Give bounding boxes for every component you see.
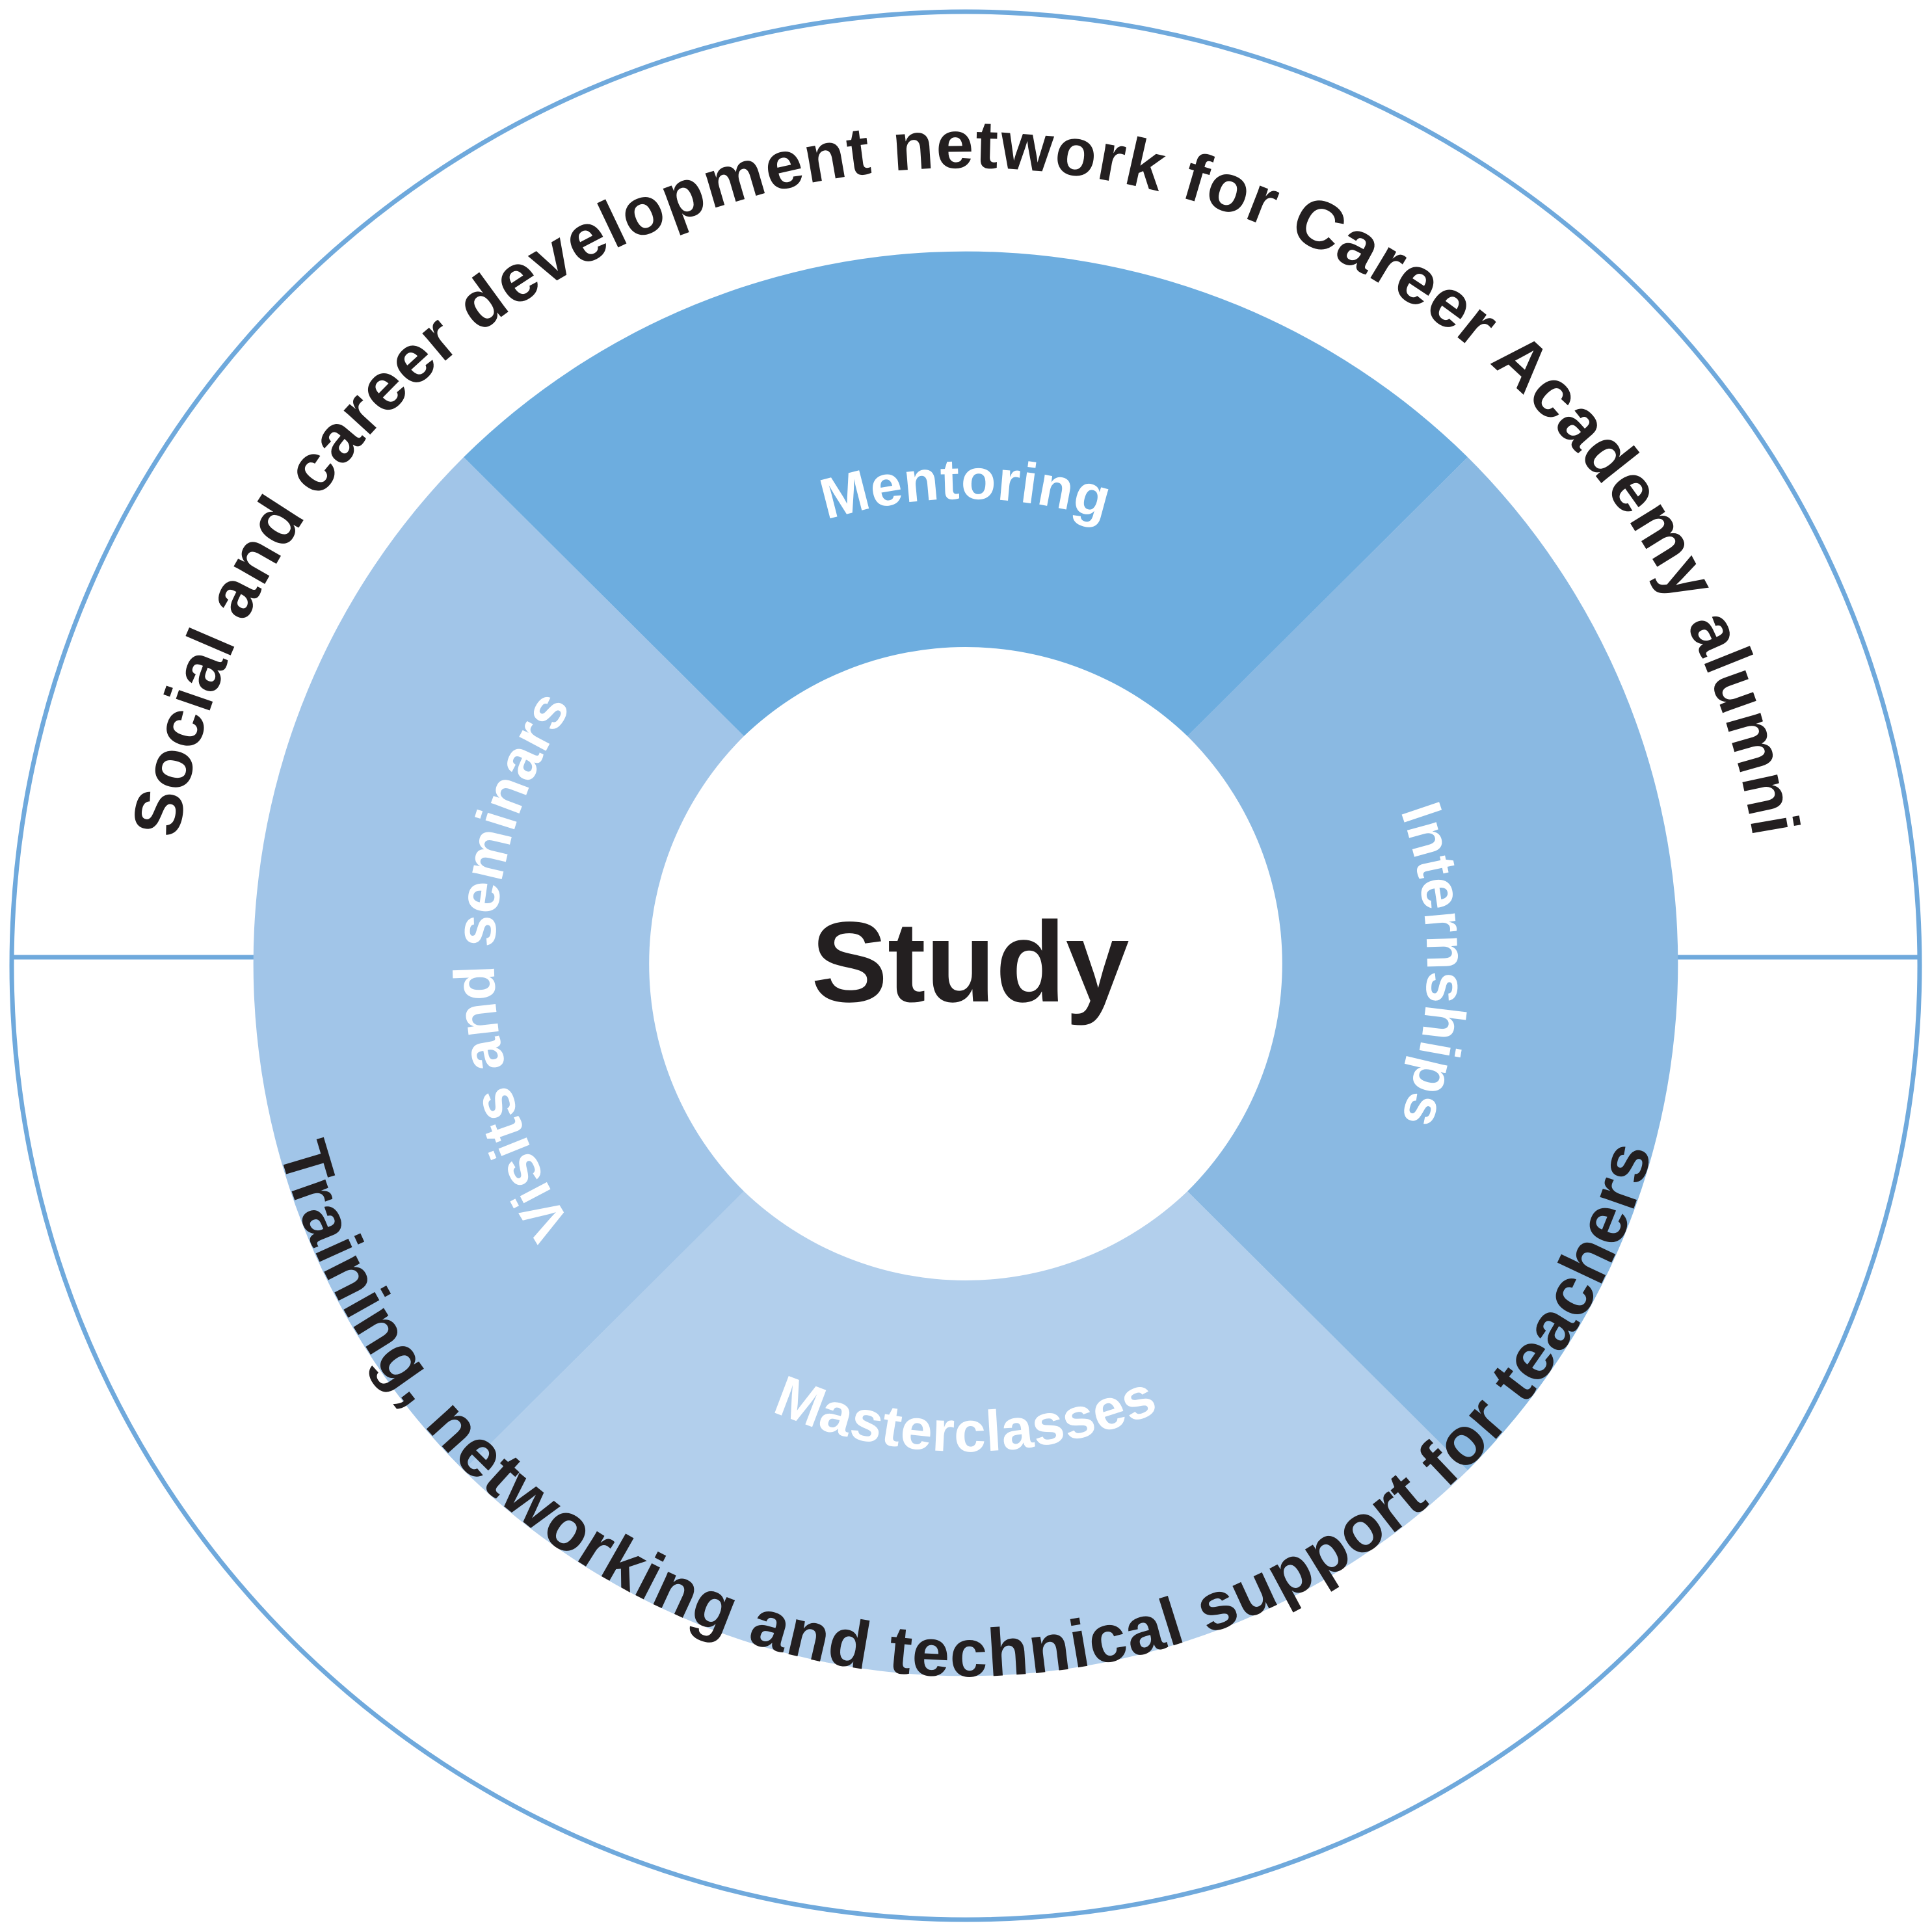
segment-internships [1187,457,1678,1470]
center-label: Study [812,899,1130,1026]
center-circle [660,658,1271,1269]
segment-visits-and-seminars [253,457,745,1470]
segment-masterclasses [464,1191,1468,1676]
segment-mentoring [464,251,1468,736]
